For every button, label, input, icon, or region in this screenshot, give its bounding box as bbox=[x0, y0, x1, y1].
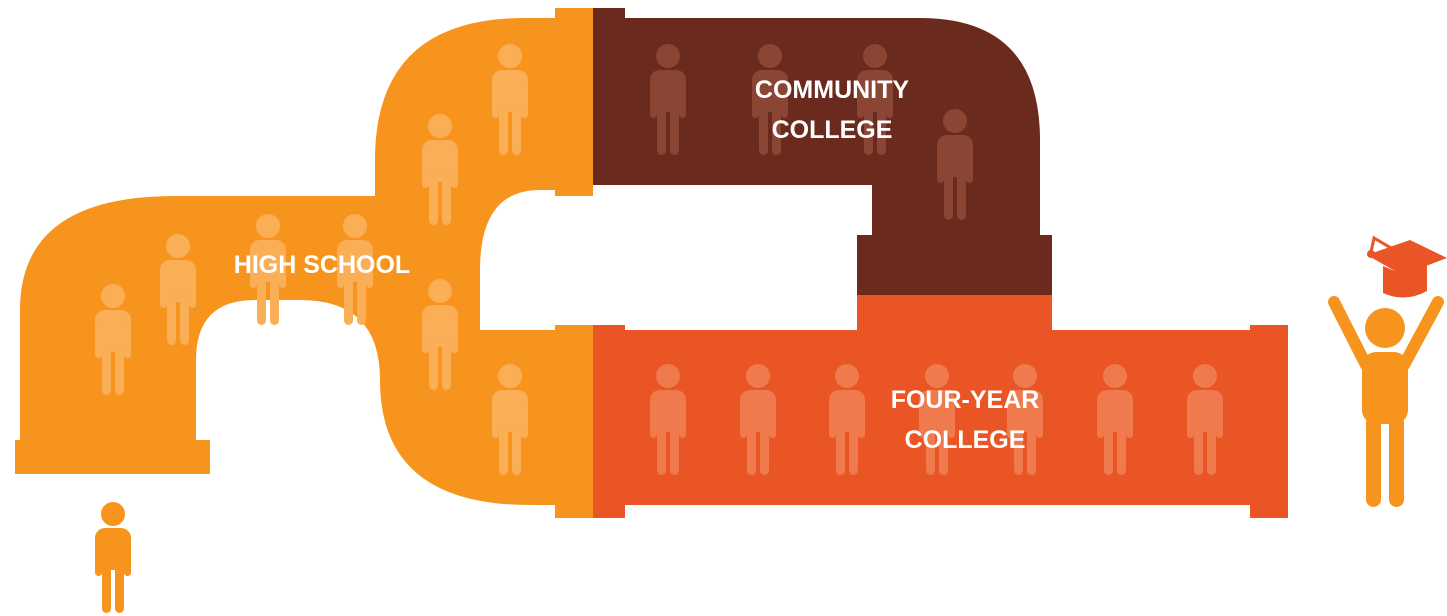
four-year-college-pipe-left-flange bbox=[593, 325, 625, 518]
graduation-cap-tassel bbox=[1369, 235, 1409, 260]
community-college-pipe-top-flange bbox=[593, 8, 625, 28]
graduate-right-arm bbox=[1398, 296, 1444, 371]
graduate-left-leg bbox=[1366, 415, 1381, 507]
four-year-college-label-line2: COLLEGE bbox=[905, 426, 1026, 454]
community-college-label-line2: COLLEGE bbox=[772, 116, 893, 144]
graduate-celebrating-icon bbox=[1328, 296, 1444, 507]
graduate-left-arm bbox=[1328, 296, 1372, 371]
community-college-pipe-connector bbox=[857, 235, 1052, 295]
graduation-cap-icon bbox=[1367, 235, 1447, 298]
high-school-pipe-body bbox=[20, 18, 565, 505]
four-year-college-pipe-right-flange bbox=[1250, 325, 1288, 518]
high-school-pipe bbox=[15, 8, 593, 518]
four-year-college-pipe-connector bbox=[857, 295, 1052, 340]
high-school-pipe-top-flange bbox=[555, 8, 593, 196]
graduate-right-leg bbox=[1389, 415, 1404, 507]
graduate-torso bbox=[1362, 352, 1408, 424]
community-college-pipe-body bbox=[593, 18, 1040, 235]
graduate-head bbox=[1365, 308, 1405, 348]
high-school-pipe-outlet-flange bbox=[15, 440, 210, 474]
high-school-pipe-bottom-flange bbox=[555, 325, 593, 518]
student-person-icon bbox=[95, 502, 131, 613]
community-college-label-line1: COMMUNITY bbox=[755, 76, 909, 104]
four-year-college-label-line1: FOUR-YEAR bbox=[891, 386, 1040, 414]
graduation-cap-base bbox=[1383, 264, 1427, 298]
community-college-pipe bbox=[593, 8, 1052, 295]
high-school-label: HIGH SCHOOL bbox=[234, 251, 410, 279]
graduation-cap-tassel-end bbox=[1367, 250, 1375, 258]
